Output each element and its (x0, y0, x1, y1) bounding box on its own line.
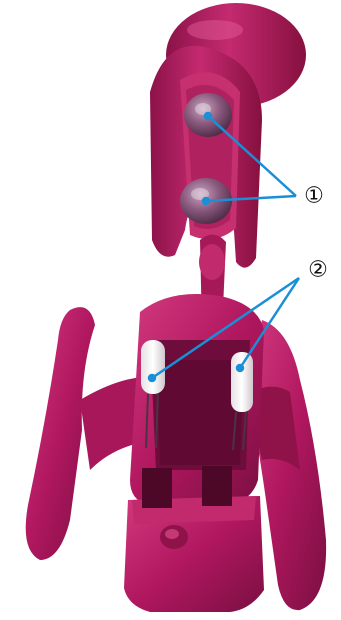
head-plate (150, 46, 262, 268)
callout-1-marker: ① (304, 184, 324, 209)
callout-2-marker: ② (308, 258, 328, 283)
callout-1-label: ① (304, 184, 324, 209)
callout-2-label: ② (308, 258, 328, 283)
